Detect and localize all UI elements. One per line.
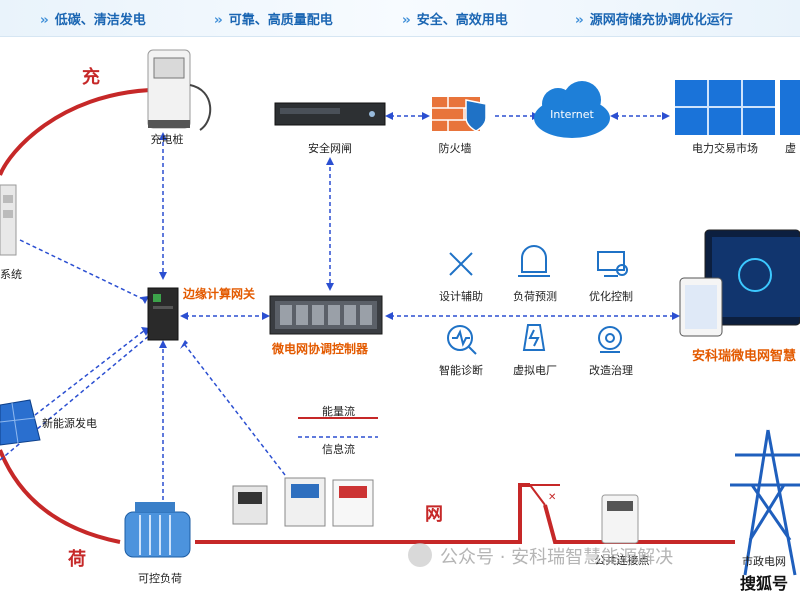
label-legend-energy: 能量流 [322,405,355,418]
arrow-head [159,272,167,280]
label-firewall: 防火墙 [438,142,472,155]
info-line-storage [19,239,146,301]
arrow-head [610,112,618,120]
arrow-head [141,296,149,304]
label-charger: 充电桩 [150,133,184,146]
top-banner: ››低碳、清洁发电 ››可靠、高质量配电 ››安全、高效用电 ››源网荷储充协调… [0,0,800,37]
banner-item-1: ››低碳、清洁发电 [40,13,146,28]
power-market-icon [675,80,800,135]
function-label: 改造治理 [589,364,633,377]
arrow-head [159,340,167,348]
label-storage-system: 系统 [0,268,22,281]
edge-gateway-icon [147,287,179,341]
pv-panel-icon [0,399,41,446]
energy-arc-bottom [0,449,121,544]
function-label: 智能诊断 [439,364,483,377]
label-microgrid-controller: 微电网协调控制器 [272,342,369,356]
energy-bus-right [543,504,735,544]
label-pcc: 公共连接点 [594,554,650,567]
wechat-icon [408,543,432,567]
banner-item-label: 可靠、高质量配电 [228,13,333,28]
transmission-tower-icon [730,429,800,576]
arrow-head [326,283,334,291]
watermark-wechat: 公众号 · 安科瑞智慧能源解决 [440,547,674,568]
info-line-left [0,334,151,461]
controllable-load-icon [124,502,191,558]
security-gateway-icon [274,102,386,126]
arrow-head [422,112,430,120]
label-legend-info: 信息流 [322,443,355,456]
label-internet: Internet [550,108,594,121]
storage-cabinet-icon [0,184,17,256]
arrow-head [385,312,393,320]
internet-cloud-icon [534,81,610,138]
charger-icon [147,49,212,131]
arrow-head [662,112,670,120]
banner-item-label: 源网荷储充协调优化运行 [589,13,733,28]
microgrid-controller-icon [269,295,383,335]
firewall-icon [432,97,487,132]
label-he: 荷 [68,549,86,570]
arrow-head [672,312,680,320]
arrow-head [180,312,188,320]
function-label: 虚拟电厂 [513,364,557,377]
info-line-pv [34,329,146,416]
banner-item-3: ››安全、高效用电 [402,13,508,28]
label-utility-grid: 市政电网 [742,555,786,568]
banner-item-2: ››可靠、高质量配电 [214,13,333,28]
pcc-meter-icon [601,494,639,544]
label-virtual: 虚 [785,142,796,155]
arrow-head [180,340,188,349]
arrow-head [159,132,167,140]
label-platform: 安科瑞微电网智慧 [692,349,797,364]
label-wang: 网 [425,504,443,525]
label-chong: 充 [82,67,100,88]
pcc-switch [529,484,546,506]
smart-diagnosis-icon [447,325,477,355]
label-edge-gateway: 边缘计算网关 [183,287,256,301]
virtual-power-plant-icon [522,324,546,351]
retrofit-governance-icon [598,326,622,353]
watermark-sohu: 搜狐号 [740,574,789,593]
energy-arc-top [0,88,151,176]
label-power-market: 电力交易市场 [692,142,758,155]
arrow-head [385,112,393,120]
function-label: 优化控制 [589,290,633,303]
function-label: 负荷预测 [513,290,557,303]
label-controllable-load: 可控负荷 [138,572,182,585]
optimize-control-icon [597,251,628,277]
label-security-gateway: 安全网闸 [308,142,352,155]
arrow-head [262,312,270,320]
arrow-head [326,157,334,165]
load-forecast-icon [518,245,550,277]
banner-item-label: 低碳、清洁发电 [54,13,146,28]
design-assist-icon [449,252,473,276]
platform-monitor-icon [679,229,800,337]
function-label: 设计辅助 [439,290,483,303]
banner-item-label: 安全、高效用电 [416,13,508,28]
svg-text:✕: ✕ [548,492,556,503]
info-line-meters [184,344,286,476]
label-new-energy: 新能源发电 [42,417,97,430]
banner-item-4: ››源网荷储充协调优化运行 [575,13,733,28]
meter-devices-icon [232,477,374,527]
